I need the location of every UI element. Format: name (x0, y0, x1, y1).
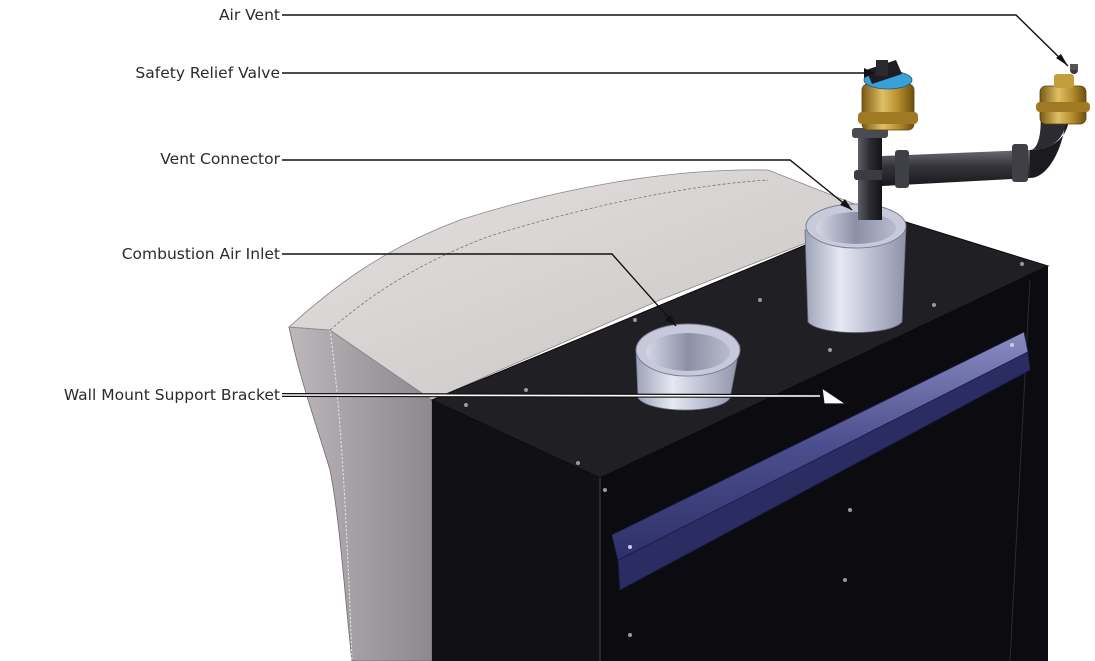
safety-relief-valve (858, 60, 918, 131)
cabinet-side-panel (288, 326, 433, 661)
leader-wall-mount-bracket (281, 386, 848, 405)
leader-vent-connector (282, 159, 853, 211)
arrow-safety-relief-valve (864, 68, 874, 78)
arrow-air-vent (1056, 54, 1068, 66)
leader-air-vent (282, 14, 1069, 67)
vent-connector-pipe (804, 203, 907, 333)
cabinet-top-cover (288, 169, 882, 401)
combustion-air-inlet-pipe (635, 323, 741, 411)
label-vent-connector: Vent Connector (160, 150, 280, 168)
wall-mount-bracket (611, 331, 1031, 591)
relief-piping (852, 112, 1069, 220)
air-vent (1036, 64, 1090, 125)
arrow-vent-connector (840, 199, 852, 210)
label-wall-mount-support-bracket: Wall Mount Support Bracket (63, 386, 280, 404)
label-air-vent: Air Vent (218, 6, 280, 24)
cabinet-screws (464, 262, 1024, 637)
label-combustion-air-inlet: Combustion Air Inlet (121, 245, 280, 263)
leader-arrowheads (665, 54, 1068, 326)
arrow-wall-mount-bracket (821, 386, 848, 405)
label-safety-relief-valve: Safety Relief Valve (135, 64, 280, 82)
leader-lines (282, 14, 1069, 327)
leader-combustion-air-inlet (282, 253, 677, 327)
arrow-combustion-air-inlet (665, 315, 676, 326)
